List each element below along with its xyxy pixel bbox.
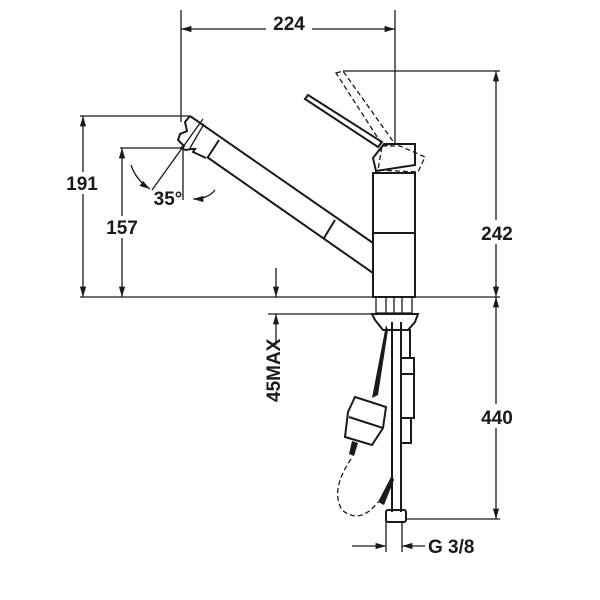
spout-top-label: 191 (66, 174, 98, 195)
reach-label: 224 (273, 14, 305, 35)
dimension-total-height: 242 (343, 70, 520, 297)
thread-label: G 3/8 (428, 537, 474, 558)
angle-label: 35° (154, 189, 183, 210)
lever-handle (303, 70, 426, 173)
outlet-height-label: 157 (106, 218, 138, 239)
dimension-outlet: 157 (100, 147, 184, 297)
dimension-reach: 224 (180, 10, 396, 145)
faucet-body (372, 172, 416, 298)
mounting-base (370, 296, 420, 331)
supply-hose (385, 322, 415, 552)
swivel-angle: 35° (130, 118, 216, 210)
hose-length-label: 440 (481, 408, 513, 429)
total-height-label: 242 (481, 224, 513, 245)
spout (176, 115, 374, 297)
dimension-thread: G 3/8 (352, 537, 474, 558)
pullout-hose (336, 325, 394, 517)
countertop-thickness-label: 45MAX (264, 338, 285, 402)
dimension-spout-top: 191 (60, 115, 190, 297)
dimension-countertop: 45MAX (264, 268, 372, 402)
dimension-hose-length: 440 (406, 297, 520, 520)
